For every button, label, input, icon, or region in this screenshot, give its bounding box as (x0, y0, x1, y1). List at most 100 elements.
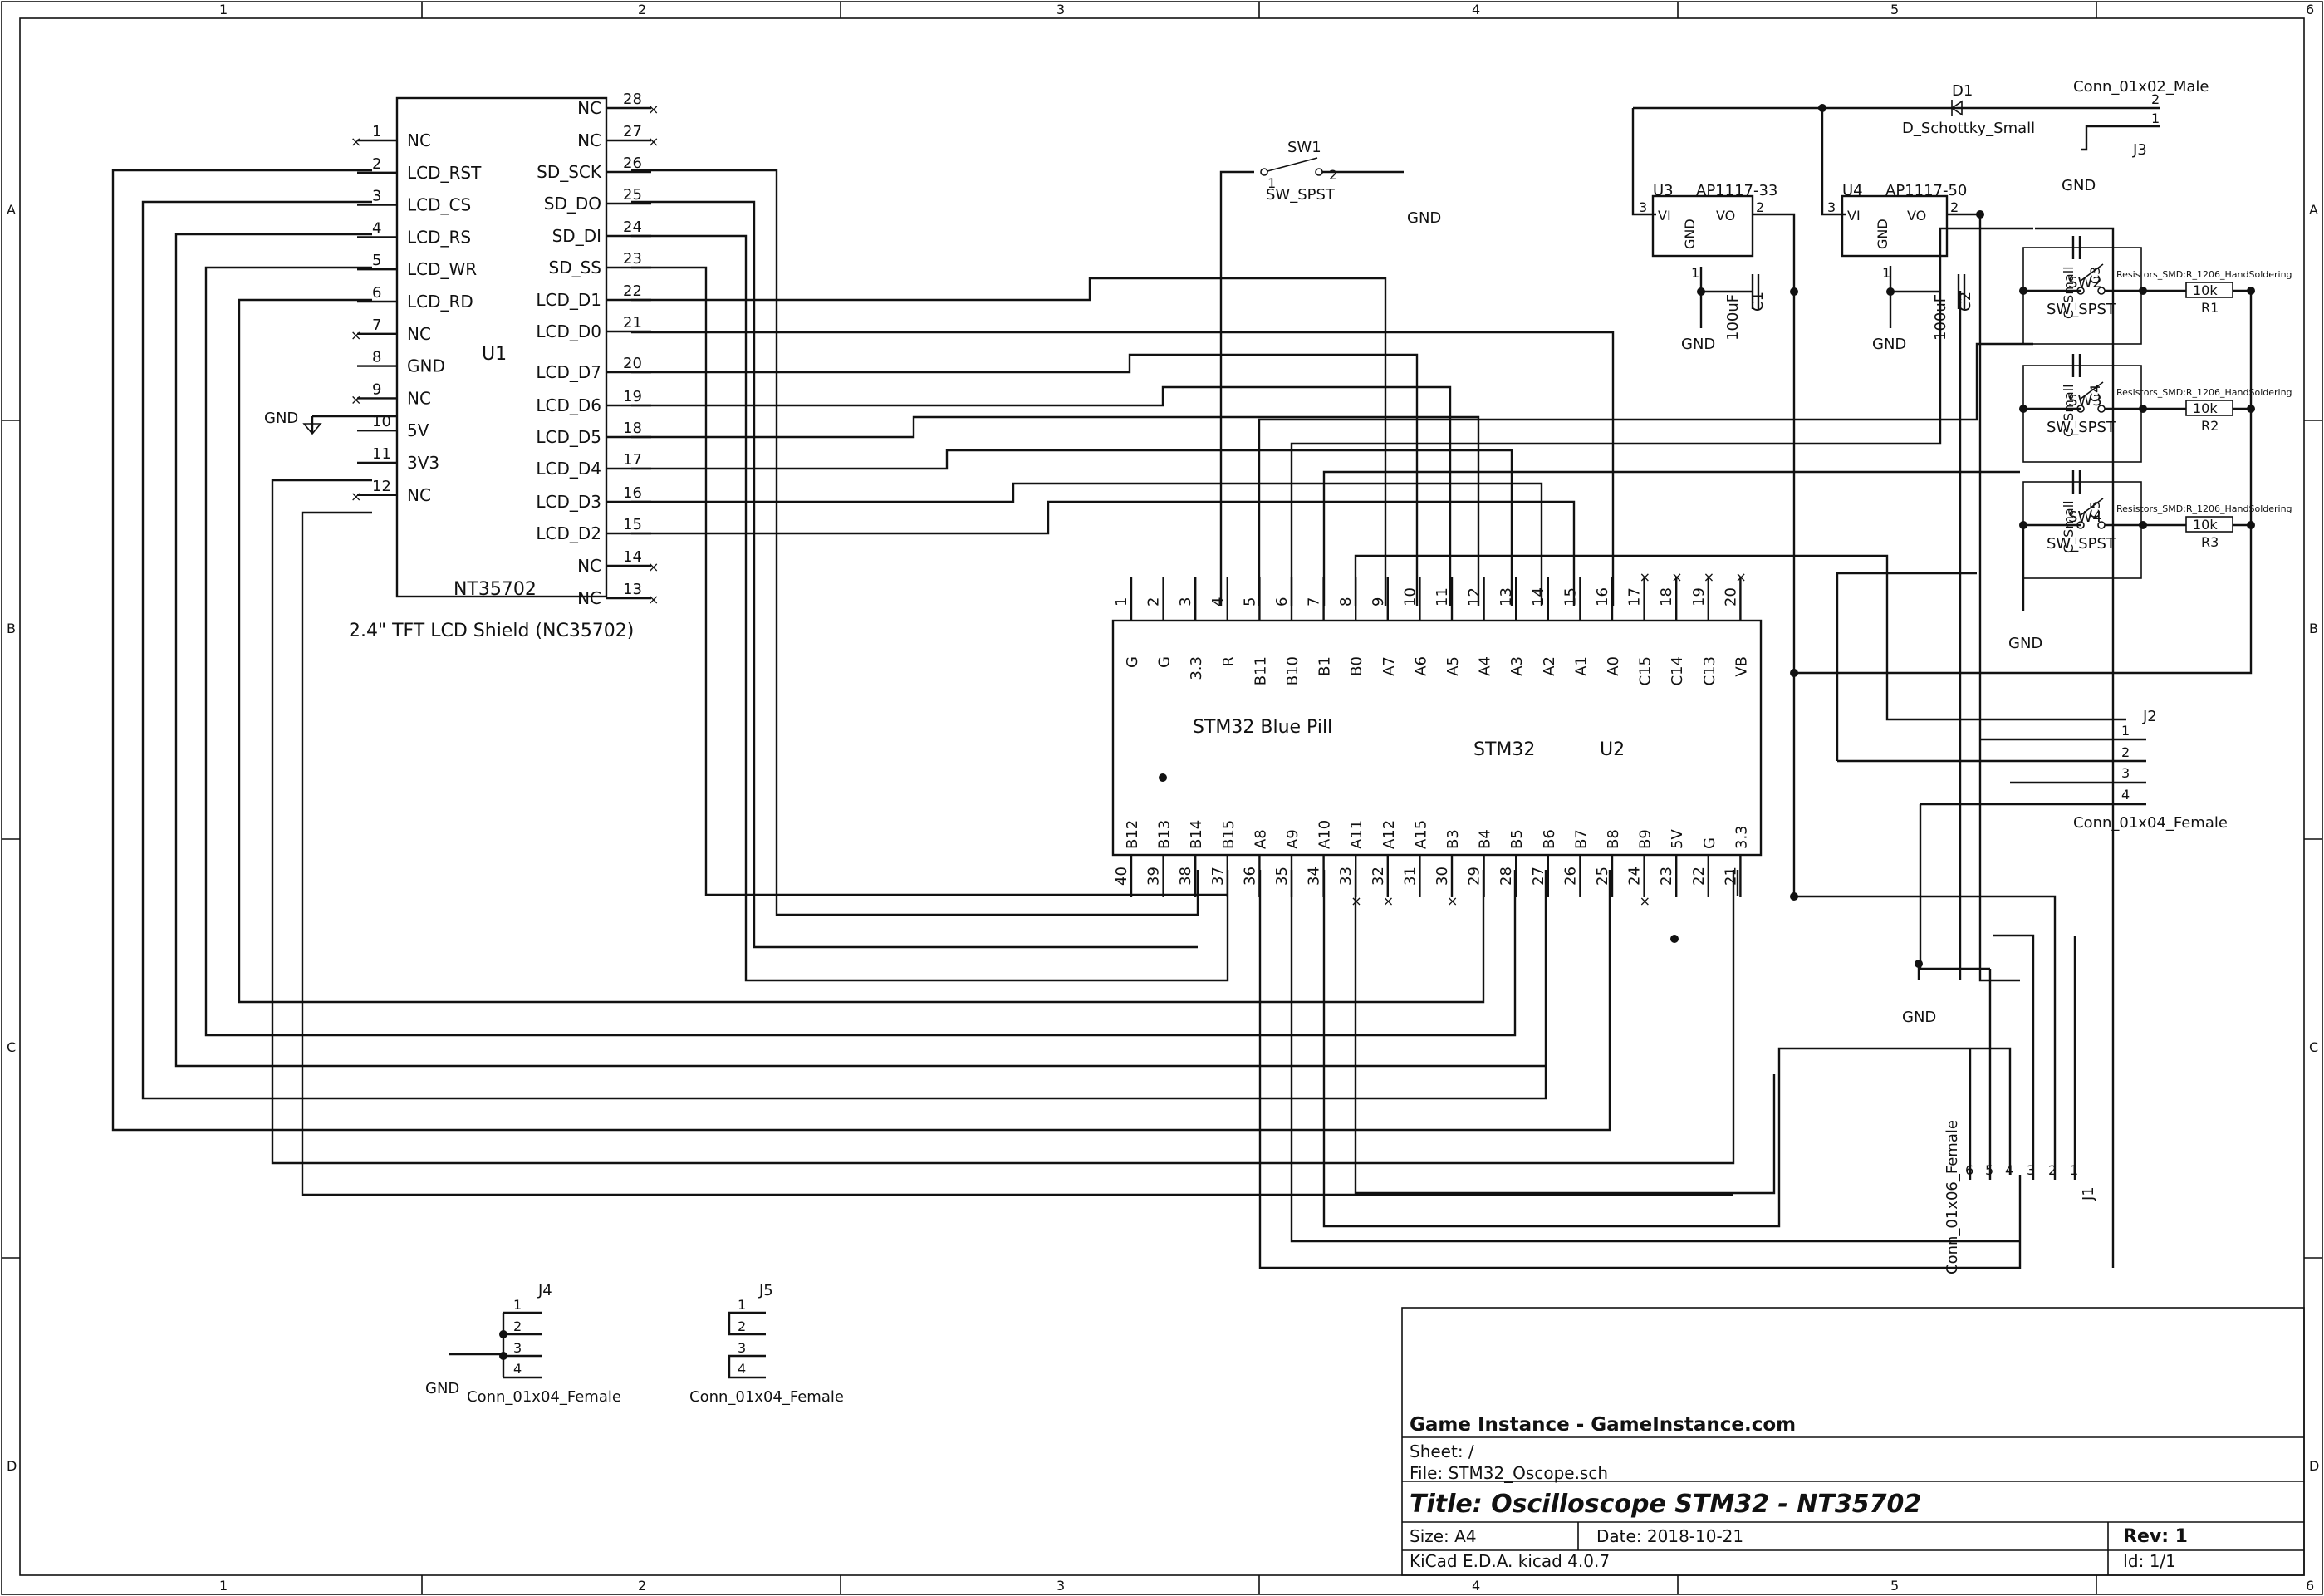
u1-pin-number: 23 (623, 250, 642, 268)
resistor-value: 10k (2193, 282, 2218, 298)
u4-gnd: GND (1875, 219, 1890, 249)
j3-connector: Conn_01x02_Male J3 2 1 GND (1959, 78, 2209, 194)
u2-pin-name: A11 (1348, 820, 1365, 849)
u2-pin-number: 33 (1337, 867, 1355, 886)
c1-value: 100uF (1724, 294, 1742, 341)
d1-schottky-diode: D1 D_Schottky_Small (1902, 82, 2035, 137)
u1-pin-name: LCD_D3 (536, 492, 601, 512)
column-label-top: 1 (219, 2, 228, 17)
u2-pin-number: 4 (1209, 597, 1227, 606)
u1-pin-name: LCD_D5 (536, 427, 601, 447)
resistor-ref: R3 (2201, 534, 2219, 550)
no-connect-mark: × (1735, 569, 1746, 585)
j2-pin: 3 (2121, 765, 2130, 781)
no-connect-mark: × (1383, 893, 1394, 909)
u3-pin1: 1 (1691, 265, 1699, 281)
junction-dot (2019, 287, 2027, 295)
j5-pin: 3 (738, 1340, 746, 1356)
u1-description: 2.4" TFT LCD Shield (NC35702) (349, 621, 634, 641)
u2-stm32-blue-pill: G1G23.33R4B115B106B17B08A79A610A511A412A… (1111, 569, 1763, 909)
u1-pin-number: 10 (372, 413, 391, 430)
j5-pin: 2 (738, 1319, 746, 1334)
resistor-footprint: Resistors_SMD:R_1206_HandSoldering (2116, 269, 2292, 280)
u2-pin-name: A2 (1541, 656, 1558, 676)
u1-pin-number: 22 (623, 282, 642, 300)
junction-dot (2019, 521, 2027, 529)
j4-pin: 1 (513, 1297, 522, 1313)
u2-pin-name: B8 (1605, 829, 1622, 849)
j5-connector: J5 Conn_01x04_Female 1 2 3 4 (689, 1282, 844, 1406)
u1-pin-number: 12 (372, 478, 391, 495)
u2-pin-number: 20 (1722, 587, 1739, 606)
u1-pin-number: 20 (623, 355, 642, 372)
u1-ref: U1 (482, 344, 507, 365)
u2-pin-name: R (1220, 656, 1238, 667)
u1-pin-number: 4 (372, 219, 381, 237)
d1-ref: D1 (1952, 82, 1973, 100)
c2-value: 100uF (1932, 294, 1949, 341)
u2-pin-name: B15 (1220, 820, 1238, 849)
u2-pin-number: 8 (1337, 597, 1355, 606)
cap-ref: C4 (2087, 385, 2103, 402)
u1-pin-number: 25 (623, 186, 642, 204)
resistor-ref: R1 (2201, 300, 2219, 316)
title-block-file: File: STM32_Oscope.sch (1410, 1463, 1608, 1483)
j5-pin: 4 (738, 1361, 746, 1377)
no-connect-mark: × (1640, 893, 1650, 909)
u3-pin3: 3 (1639, 199, 1647, 215)
u1-pin-number: 18 (623, 420, 642, 437)
row-label-left: B (7, 621, 16, 636)
junction-dot (2139, 521, 2147, 529)
u2-pin-number: 2 (1145, 597, 1163, 606)
u2-pin-name: B14 (1188, 820, 1205, 849)
u3-ref: U3 (1653, 182, 1674, 199)
j5-pin: 1 (738, 1297, 746, 1313)
u1-pin-name: SD_SCK (537, 162, 602, 182)
resistor-ref: R2 (2201, 418, 2219, 434)
j1-ref: J1 (2080, 1186, 2097, 1201)
title-block-title: Title: Oscilloscope STM32 - NT35702 (1410, 1490, 1921, 1519)
title-block-date: Date: 2018-10-21 (1596, 1526, 1743, 1546)
u2-pin-name: B7 (1572, 829, 1590, 849)
u1-pin-number: 8 (372, 349, 381, 366)
u2-pin-name: G (1124, 656, 1141, 668)
u2-pin-number: 15 (1562, 587, 1579, 606)
u4-vi: VI (1847, 208, 1861, 223)
sw1-pin1: 1 (1267, 175, 1276, 191)
cap-value: C_Small (2061, 266, 2077, 319)
u1-pin-name: 5V (407, 420, 429, 440)
u2-pin-number: 19 (1690, 587, 1708, 606)
u1-pin-name: LCD_RD (407, 292, 473, 312)
u2-pin-name: C15 (1637, 656, 1655, 685)
u3-value: AP1117-33 (1696, 182, 1777, 199)
u2-pin-number: 24 (1626, 867, 1644, 886)
j4-pin: 4 (513, 1361, 522, 1377)
u1-pin-number: 6 (372, 284, 381, 302)
column-label-bottom: 5 (1890, 1578, 1899, 1594)
u2-pin-number: 30 (1434, 867, 1451, 886)
j2-pin: 1 (2121, 723, 2130, 739)
u2-pin-number: 16 (1594, 587, 1611, 606)
title-block: Game Instance - GameInstance.com Sheet: … (1401, 1307, 2305, 1576)
u2-pin-name: B5 (1508, 829, 1526, 849)
gnd-u2-bottom: GND (1902, 964, 1936, 1026)
column-label-bottom: 2 (638, 1578, 646, 1594)
j5-ref: J5 (758, 1282, 773, 1299)
column-label-top: 3 (1057, 2, 1065, 17)
u2-pin-number: 7 (1306, 597, 1323, 606)
u2-pin-number: 40 (1113, 867, 1130, 886)
u1-pin-number: 14 (623, 548, 642, 566)
u2-pin-name: A8 (1252, 829, 1269, 849)
no-connect-mark: × (1671, 569, 1682, 585)
u1-pin-name: NC (577, 588, 601, 608)
column-label-bottom: 3 (1057, 1578, 1065, 1594)
u1-pin-number: 3 (372, 188, 381, 205)
u2-pin-name: B11 (1252, 656, 1269, 685)
resistor-footprint: Resistors_SMD:R_1206_HandSoldering (2116, 503, 2292, 514)
u2-pin-number: 21 (1722, 867, 1739, 886)
no-connect-mark: × (351, 489, 361, 504)
u3-gnd-label: GND (1681, 336, 1715, 353)
u1-pin-number: 9 (372, 381, 381, 398)
j2-pin: 4 (2121, 787, 2130, 803)
